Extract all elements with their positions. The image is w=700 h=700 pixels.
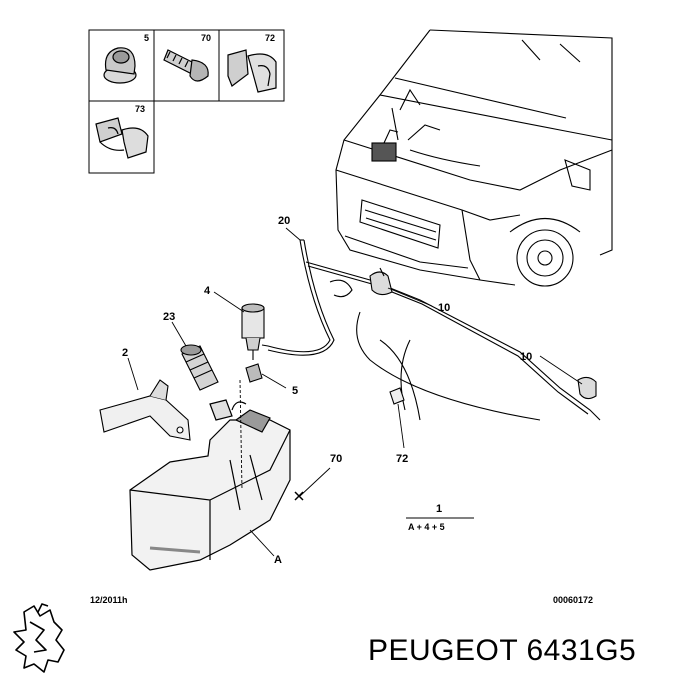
leader-lines (127, 227, 583, 557)
callout-2: 2 (122, 347, 128, 359)
peugeot-lion-logo (13, 603, 65, 673)
part-number-title: PEUGEOT 6431G5 (368, 634, 637, 667)
callout-23: 23 (163, 311, 175, 323)
callout-A: A (274, 554, 282, 566)
part-10-nozzle-upper (369, 267, 393, 296)
part-4-pump (241, 303, 265, 360)
callout-5-main: 5 (292, 385, 298, 397)
part-2-bracket (99, 379, 191, 441)
callout-1: 1 (436, 503, 442, 515)
part-72-clip (227, 49, 277, 93)
washer-reservoir (129, 399, 291, 571)
part-72-hose-clip (389, 387, 405, 405)
part-23-filler-neck (180, 344, 219, 391)
callout-5: 5 (144, 33, 149, 43)
callout-72: 72 (265, 33, 275, 43)
callout-4: 4 (204, 285, 211, 297)
part-5-grommet (103, 47, 137, 84)
part-10-nozzle-right (577, 376, 597, 400)
callout-20: 20 (278, 215, 290, 227)
assembly-formula: A + 4 + 5 (408, 522, 445, 532)
part-70-screw (163, 49, 209, 82)
callout-72-main: 72 (396, 453, 408, 465)
callout-10-right: 10 (520, 351, 532, 363)
part-5-grommet-main (245, 363, 263, 383)
callout-10-upper: 10 (438, 302, 450, 314)
diagram-date: 12/2011h (90, 595, 128, 605)
callout-70: 70 (201, 33, 211, 43)
parts-legend (88, 29, 285, 174)
diagram-reference: 00060172 (553, 595, 594, 605)
part-73-clip (95, 117, 149, 159)
washer-hoses (261, 239, 601, 421)
screw-70-marker (294, 491, 304, 501)
callout-70-main: 70 (330, 453, 342, 465)
van-front (335, 29, 613, 287)
callout-73: 73 (135, 104, 145, 114)
